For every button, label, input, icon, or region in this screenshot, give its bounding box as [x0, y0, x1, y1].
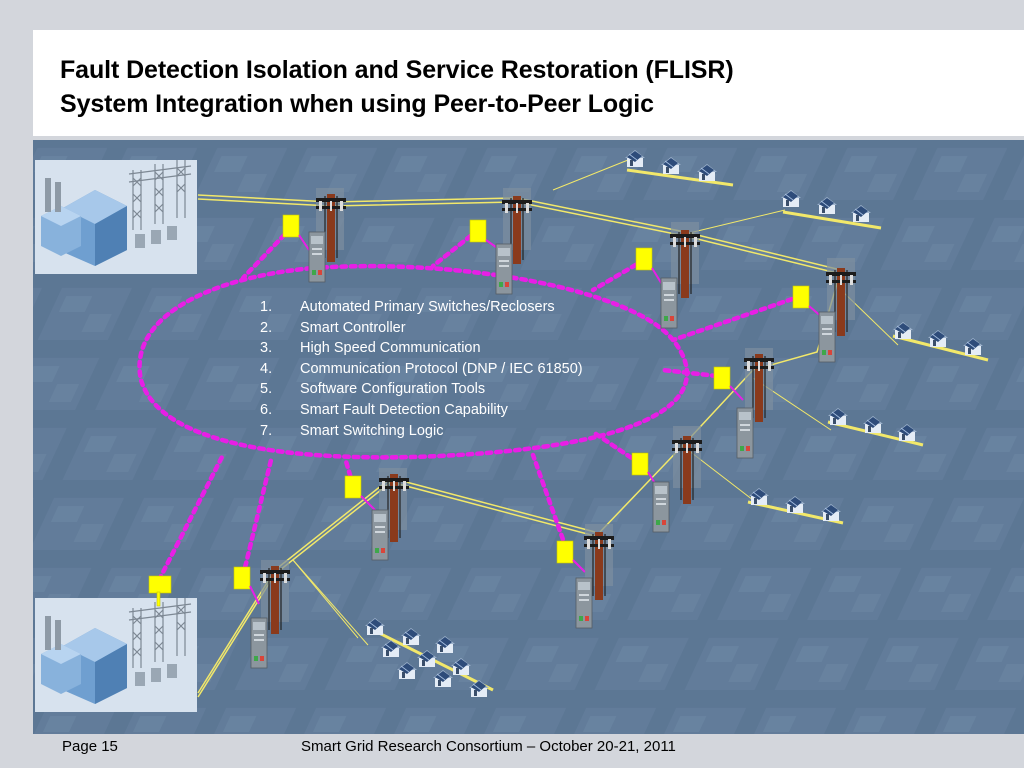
switch-recloser-4: [818, 258, 857, 363]
radio-node: [713, 366, 731, 390]
capability-item: 7.Smart Switching Logic: [260, 422, 444, 439]
communication-ring: [137, 263, 690, 460]
switch-recloser-6: [652, 426, 703, 533]
footer-event: Smart Grid Research Consortium – October…: [301, 738, 676, 755]
substation-bottom: [34, 597, 198, 713]
capability-list: 1.Automated Primary Switches/Reclosers 2…: [255, 297, 583, 441]
radio-node: [556, 540, 574, 564]
capability-item: 1.Automated Primary Switches/Reclosers: [260, 299, 555, 315]
switch-recloser-1: [308, 188, 347, 283]
switch-recloser-2: [495, 188, 533, 295]
substation-top: [34, 159, 198, 275]
radio-node: [282, 214, 300, 238]
title-panel: Fault Detection Isolation and Service Re…: [33, 30, 1024, 136]
flisr-diagram: 1.Automated Primary Switches/Reclosers 2…: [33, 140, 1024, 734]
switch-recloser-8: [575, 524, 615, 629]
radio-node: [344, 475, 362, 499]
slide-title-line-1: Fault Detection Isolation and Service Re…: [60, 56, 734, 84]
radio-node: [148, 575, 172, 594]
radio-node-mast: [156, 591, 161, 607]
radio-node: [792, 285, 810, 309]
switch-recloser-7: [371, 468, 410, 561]
capability-item: 6.Smart Fault Detection Capability: [260, 401, 508, 418]
diagram-canvas: [33, 140, 1024, 734]
radio-node: [469, 219, 487, 243]
capability-item: 5.Software Configuration Tools: [260, 381, 486, 398]
switch-recloser-3: [660, 222, 701, 329]
switch-recloser-5: [736, 348, 775, 459]
switch-recloser-9: [250, 560, 291, 669]
radio-node: [631, 452, 649, 476]
communication-links: [156, 225, 804, 583]
capability-item: 2.Smart Controller: [260, 319, 406, 336]
slide-title-line-2: System Integration when using Peer-to-Pe…: [60, 90, 654, 118]
radio-node: [635, 247, 653, 271]
capability-item: 3.High Speed Communication: [260, 340, 481, 357]
radio-node: [233, 566, 251, 590]
capability-item: 4.Communication Protocol (DNP / IEC 6185…: [260, 360, 583, 377]
radio-nodes: [148, 214, 810, 607]
page-number: Page 15: [62, 738, 118, 755]
